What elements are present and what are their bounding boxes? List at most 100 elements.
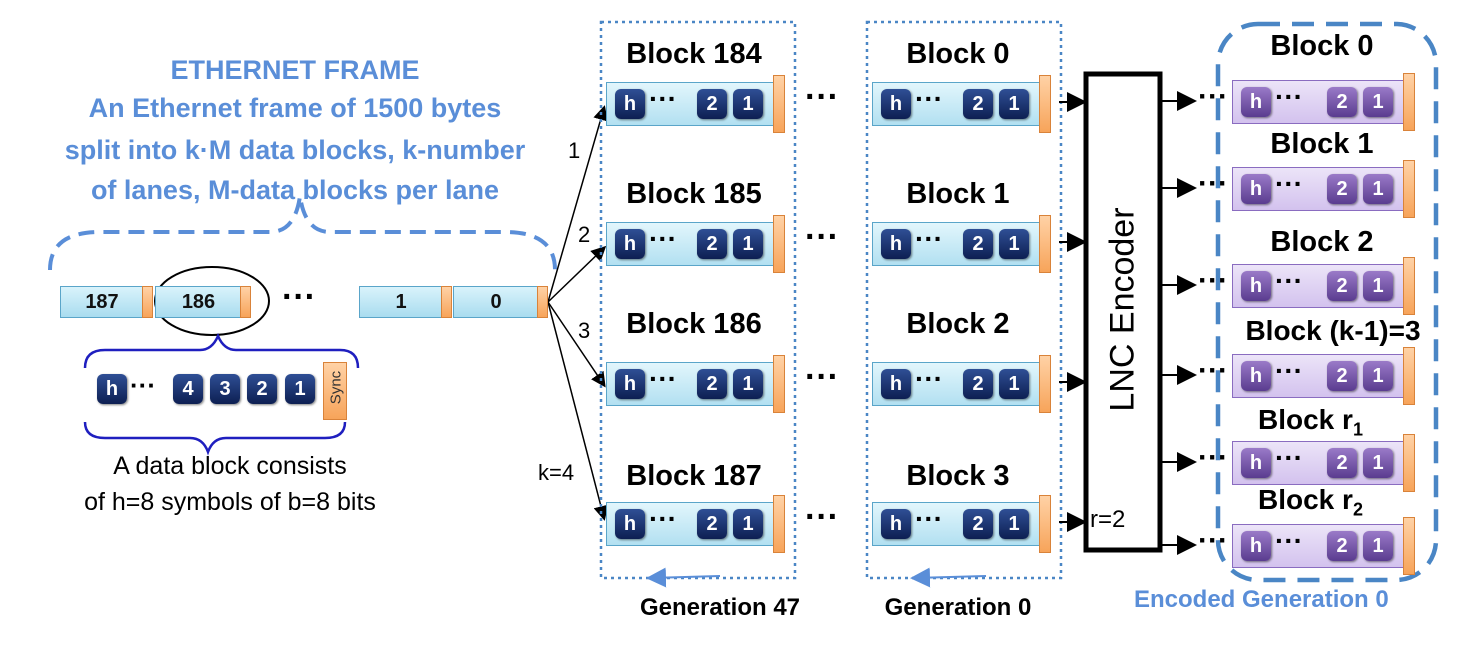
sync-tab: [1039, 75, 1051, 133]
fan-arrow-4: [547, 301, 609, 521]
gen-ellipsis: ···: [805, 498, 839, 536]
symbol-h: h: [615, 229, 645, 259]
encoded-block-title: Block 0: [1270, 30, 1374, 62]
gen47-block-title: Block 187: [626, 460, 762, 492]
frame-block-186: 186: [155, 286, 242, 318]
generation-0-box: [865, 20, 1063, 580]
encoded-block-title: Block 1: [1270, 128, 1374, 160]
symbol-h: h: [881, 229, 911, 259]
sync-tab: [1039, 215, 1051, 273]
block-brace-top: [83, 332, 360, 369]
symbol-2: 2: [1327, 174, 1357, 204]
symbol-ellipsis: ···: [915, 223, 943, 254]
symbol-1: 1: [1363, 361, 1393, 391]
gen-ellipsis: ···: [805, 78, 839, 116]
symbol-2: 2: [697, 229, 727, 259]
symbol-ellipsis: ···: [1275, 442, 1303, 473]
symbol-2: 2: [697, 509, 727, 539]
symbol-1: 1: [1363, 174, 1393, 204]
encoded-generation-label: Encoded Generation 0: [1134, 586, 1389, 613]
symbol-2: 2: [963, 509, 993, 539]
symbol-1: 1: [733, 509, 763, 539]
gen47-block-title: Block 185: [626, 178, 762, 210]
frame-block-187: 187: [60, 286, 144, 318]
out-ellipsis: ···: [1198, 167, 1228, 200]
intro-title: ETHERNET FRAME: [170, 55, 420, 85]
symbol-ellipsis: ···: [649, 503, 677, 534]
symbol-h: h: [615, 509, 645, 539]
sync-tab: [773, 215, 785, 273]
symbol-h: h: [615, 369, 645, 399]
detail-symbol-2: 2: [247, 374, 277, 404]
symbol-h: h: [1241, 531, 1271, 561]
symbol-2: 2: [1327, 361, 1357, 391]
out-ellipsis: ···: [1198, 264, 1228, 297]
symbol-h: h: [1241, 448, 1271, 478]
symbol-ellipsis: ···: [649, 223, 677, 254]
intro-line-1: An Ethernet frame of 1500 bytes: [88, 93, 502, 123]
generation-47-label: Generation 47: [639, 594, 801, 621]
symbol-1: 1: [999, 229, 1029, 259]
frame-sync-tab: [441, 286, 452, 318]
symbol-h: h: [615, 89, 645, 119]
frame-sync-tab: [537, 286, 548, 318]
lane-label-3: 3: [578, 318, 591, 343]
symbol-1: 1: [999, 89, 1029, 119]
symbol-ellipsis: ···: [915, 503, 943, 534]
symbol-1: 1: [1363, 87, 1393, 117]
gen-ellipsis: ···: [805, 218, 839, 256]
frame-ellipsis: ···: [282, 278, 316, 316]
frame-block-1: 1: [359, 286, 443, 318]
encoded-block-title: Block (k-1)=3: [1245, 315, 1421, 346]
sync-tab: [1039, 355, 1051, 413]
sync-tab: [773, 495, 785, 553]
symbol-ellipsis: ···: [1275, 81, 1303, 112]
symbol-ellipsis: ···: [649, 83, 677, 114]
gen0-block-title: Block 1: [906, 178, 1010, 210]
intro-line-2: split into k·M data blocks, k-number: [64, 135, 526, 165]
symbol-h: h: [881, 89, 911, 119]
symbol-1: 1: [999, 509, 1029, 539]
lnc-encoder-label: LNC Encoder: [1103, 207, 1142, 412]
symbol-1: 1: [733, 229, 763, 259]
gen0-block-title: Block 3: [906, 460, 1010, 492]
gen47-block-title: Block 186: [626, 308, 762, 340]
symbol-1: 1: [733, 369, 763, 399]
symbol-h: h: [881, 509, 911, 539]
symbol-1: 1: [1363, 448, 1393, 478]
fan-arrow-1: [547, 105, 608, 303]
sync-tab: [1403, 257, 1415, 315]
sync-tab: [1403, 160, 1415, 218]
symbol-2: 2: [1327, 531, 1357, 561]
symbol-ellipsis: ···: [1275, 355, 1303, 386]
frame-sync-tab: [240, 286, 251, 318]
caption-line-2: of h=8 symbols of b=8 bits: [84, 488, 376, 516]
generation-0-label: Generation 0: [884, 594, 1032, 621]
gen47-block-title: Block 184: [626, 38, 762, 70]
symbol-2: 2: [963, 229, 993, 259]
encoded-generation-box: [1215, 21, 1439, 583]
generation-47-box: [599, 20, 797, 580]
sync-tab: [773, 355, 785, 413]
sync-tab: [773, 75, 785, 133]
symbol-h: h: [1241, 87, 1271, 117]
symbol-2: 2: [963, 89, 993, 119]
encoded-redundant-title: Block r2: [1258, 484, 1363, 521]
symbol-ellipsis: ···: [1275, 265, 1303, 296]
sync-tab: [1403, 347, 1415, 405]
detail-symbol-4: 4: [173, 374, 203, 404]
symbol-1: 1: [733, 89, 763, 119]
lane-label-4: k=4: [538, 460, 575, 485]
symbol-2: 2: [697, 89, 727, 119]
sync-label: Sync: [327, 370, 345, 405]
symbol-h: h: [1241, 361, 1271, 391]
symbol-ellipsis: ···: [1275, 525, 1303, 556]
